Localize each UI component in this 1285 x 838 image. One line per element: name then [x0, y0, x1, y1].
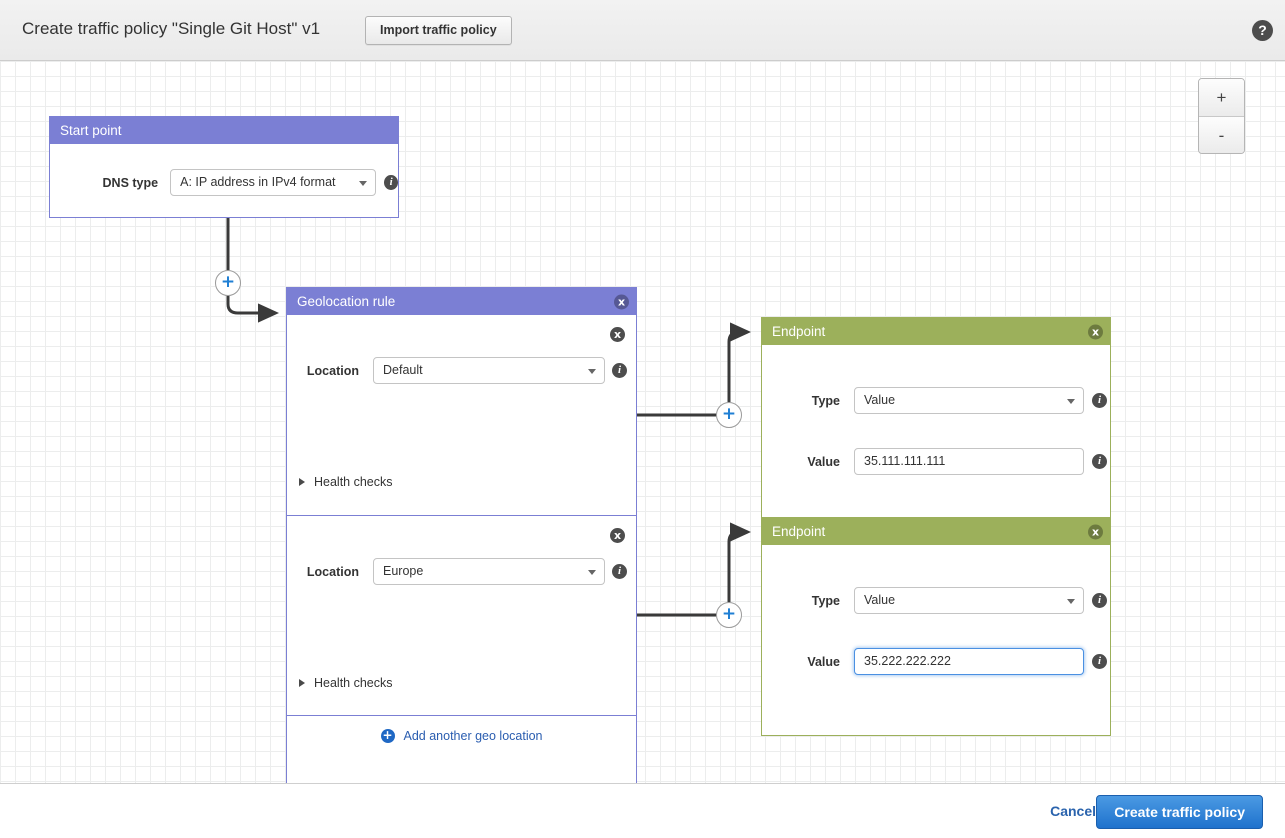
- geo-location-2-info-icon[interactable]: i: [612, 564, 627, 579]
- start-point-header: Start point: [50, 117, 398, 144]
- chevron-down-icon: [1067, 598, 1075, 604]
- endpoint-1-value-info-icon[interactable]: i: [1092, 454, 1107, 469]
- endpoint-1-type-value: Value: [864, 393, 896, 407]
- endpoint-2-type-info-icon[interactable]: i: [1092, 593, 1107, 608]
- chevron-down-icon: [359, 180, 368, 186]
- zoom-controls[interactable]: + -: [1198, 78, 1245, 154]
- geolocation-rule-title: Geolocation rule: [297, 294, 396, 309]
- dns-type-info-icon[interactable]: i: [384, 175, 399, 190]
- geo-location-2-health-checks-label: Health checks: [314, 676, 393, 690]
- endpoint-1-type-label: Type: [811, 393, 840, 408]
- triangle-right-icon: [299, 679, 305, 687]
- chevron-down-icon: [1067, 398, 1075, 404]
- top-header-bar: Create traffic policy "Single Git Host" …: [0, 0, 1285, 61]
- geo-location-1-health-checks-toggle[interactable]: Health checks: [299, 475, 393, 489]
- create-traffic-policy-button[interactable]: Create traffic policy: [1096, 795, 1263, 829]
- endpoint-2-type-label: Type: [811, 593, 840, 608]
- dns-type-select[interactable]: A: IP address in IPv4 format: [170, 169, 377, 196]
- geolocation-rule-delete-icon[interactable]: x: [614, 294, 629, 309]
- start-point-node[interactable]: Start point DNS type A: IP address in IP…: [49, 116, 399, 218]
- add-node-connector-endpoint-2[interactable]: +: [716, 602, 742, 628]
- endpoint-node-1[interactable]: Endpoint x Type Value i Value 35.111.111…: [761, 317, 1111, 536]
- policy-canvas[interactable]: + - Start point DNS type A: IP address i…: [0, 61, 1285, 783]
- endpoint-2-type-value: Value: [864, 593, 896, 607]
- help-icon[interactable]: ?: [1252, 20, 1273, 41]
- geo-location-1-label: Location: [306, 363, 359, 378]
- dns-type-label: DNS type: [102, 175, 159, 190]
- endpoint-2-title: Endpoint: [772, 524, 826, 539]
- endpoint-1-delete-icon[interactable]: x: [1088, 324, 1103, 339]
- endpoint-2-header: Endpoint x: [762, 518, 1110, 545]
- endpoint-2-value-input[interactable]: 35.222.222.222: [854, 648, 1084, 675]
- endpoint-2-value-info-icon[interactable]: i: [1092, 654, 1107, 669]
- geo-location-2-health-checks-toggle[interactable]: Health checks: [299, 676, 393, 690]
- endpoint-1-value-input[interactable]: 35.111.111.111: [854, 448, 1084, 475]
- start-point-body: DNS type A: IP address in IPv4 format i: [50, 144, 399, 218]
- add-geo-location-label: Add another geo location: [403, 728, 543, 743]
- endpoint-2-type-select[interactable]: Value: [854, 587, 1084, 614]
- geo-location-2-value: Europe: [383, 564, 424, 578]
- start-point-title: Start point: [60, 123, 122, 138]
- plus-circle-icon: +: [380, 727, 395, 743]
- page-title: Create traffic policy "Single Git Host" …: [22, 19, 321, 38]
- add-node-connector-start[interactable]: +: [215, 270, 241, 296]
- geo-location-1-health-checks-label: Health checks: [314, 475, 393, 489]
- geolocation-rule-header: Geolocation rule x: [287, 288, 636, 315]
- footer-action-bar: Cancel Create traffic policy: [0, 783, 1285, 838]
- dns-type-value: A: IP address in IPv4 format: [180, 175, 336, 189]
- geo-location-1-select[interactable]: Default: [373, 357, 605, 384]
- endpoint-1-title: Endpoint: [772, 324, 826, 339]
- geo-location-1-delete-icon[interactable]: x: [610, 327, 625, 342]
- endpoint-2-delete-icon[interactable]: x: [1088, 524, 1103, 539]
- endpoint-2-value-label: Value: [807, 654, 840, 669]
- endpoint-2-body: Type Value i Value 35.222.222.222 i: [762, 545, 1110, 736]
- add-node-connector-endpoint-1[interactable]: +: [716, 402, 742, 428]
- geolocation-rule-node[interactable]: Geolocation rule x x Location Default i …: [286, 287, 637, 783]
- endpoint-1-type-select[interactable]: Value: [854, 387, 1084, 414]
- zoom-in-button[interactable]: +: [1199, 79, 1244, 116]
- endpoint-1-value-label: Value: [807, 454, 840, 469]
- endpoint-1-body: Type Value i Value 35.111.111.111 i: [762, 345, 1110, 536]
- triangle-right-icon: [299, 478, 305, 486]
- add-geo-location-button[interactable]: + Add another geo location: [287, 715, 636, 755]
- geo-location-1-value: Default: [383, 363, 423, 377]
- geo-location-2-label: Location: [306, 564, 359, 579]
- geo-location-section: x Location Default i Health checks: [287, 315, 636, 515]
- import-traffic-policy-button[interactable]: Import traffic policy: [365, 16, 512, 45]
- geo-location-section: x Location Europe i Health checks: [287, 515, 636, 715]
- endpoint-node-2[interactable]: Endpoint x Type Value i Value 35.222.222…: [761, 517, 1111, 736]
- geo-location-2-delete-icon[interactable]: x: [610, 528, 625, 543]
- chevron-down-icon: [588, 569, 596, 575]
- endpoint-1-header: Endpoint x: [762, 318, 1110, 345]
- zoom-out-button[interactable]: -: [1199, 116, 1244, 153]
- chevron-down-icon: [588, 368, 596, 374]
- geo-location-2-select[interactable]: Europe: [373, 558, 605, 585]
- endpoint-1-type-info-icon[interactable]: i: [1092, 393, 1107, 408]
- cancel-button[interactable]: Cancel: [1050, 803, 1096, 819]
- geo-location-1-info-icon[interactable]: i: [612, 363, 627, 378]
- connector-edges: [226, 218, 751, 617]
